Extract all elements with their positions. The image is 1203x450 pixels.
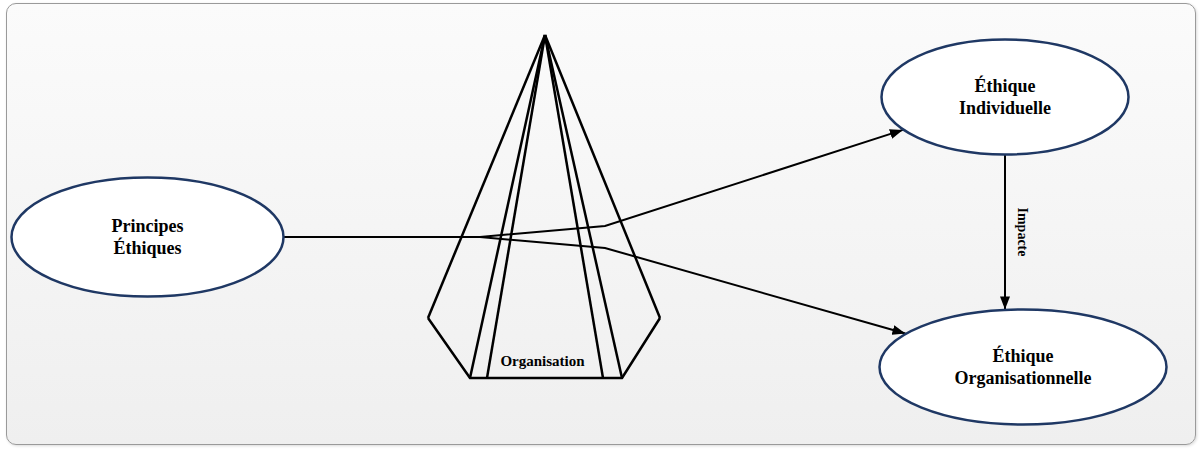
pyramid-edge [487, 35, 545, 378]
pyramid-edge [545, 35, 622, 378]
pyramid-outline [420, 30, 665, 382]
pyramid-edge [545, 35, 660, 318]
ethics-ellipse: Éthique Organisationnelle [878, 308, 1168, 426]
connector-arrow [284, 130, 903, 237]
pyramid-edge [470, 35, 545, 378]
ethics-ellipse: Éthique Individuelle [880, 38, 1130, 156]
pyramid-edge [428, 35, 545, 318]
node-label: Organisation [420, 352, 665, 371]
node-label: Éthique Individuelle [959, 75, 1051, 120]
pyramid-edge [545, 35, 603, 378]
ellipse-shape [12, 178, 284, 297]
edge-label: Impacte [1014, 208, 1030, 257]
ellipse-outline [878, 308, 1168, 426]
principle-ellipse: Principes Éthiques [10, 176, 285, 298]
ellipse-shape [880, 310, 1167, 425]
node-label: Éthique Organisationnelle [955, 345, 1092, 390]
ellipse-outline [10, 176, 285, 298]
ellipse-shape [882, 40, 1129, 155]
node-label: Principes Éthiques [112, 215, 184, 260]
ellipse-outline [880, 38, 1130, 156]
connector-arrow [1004, 155, 1006, 309]
organisation-pyramid: Organisation [420, 30, 665, 382]
